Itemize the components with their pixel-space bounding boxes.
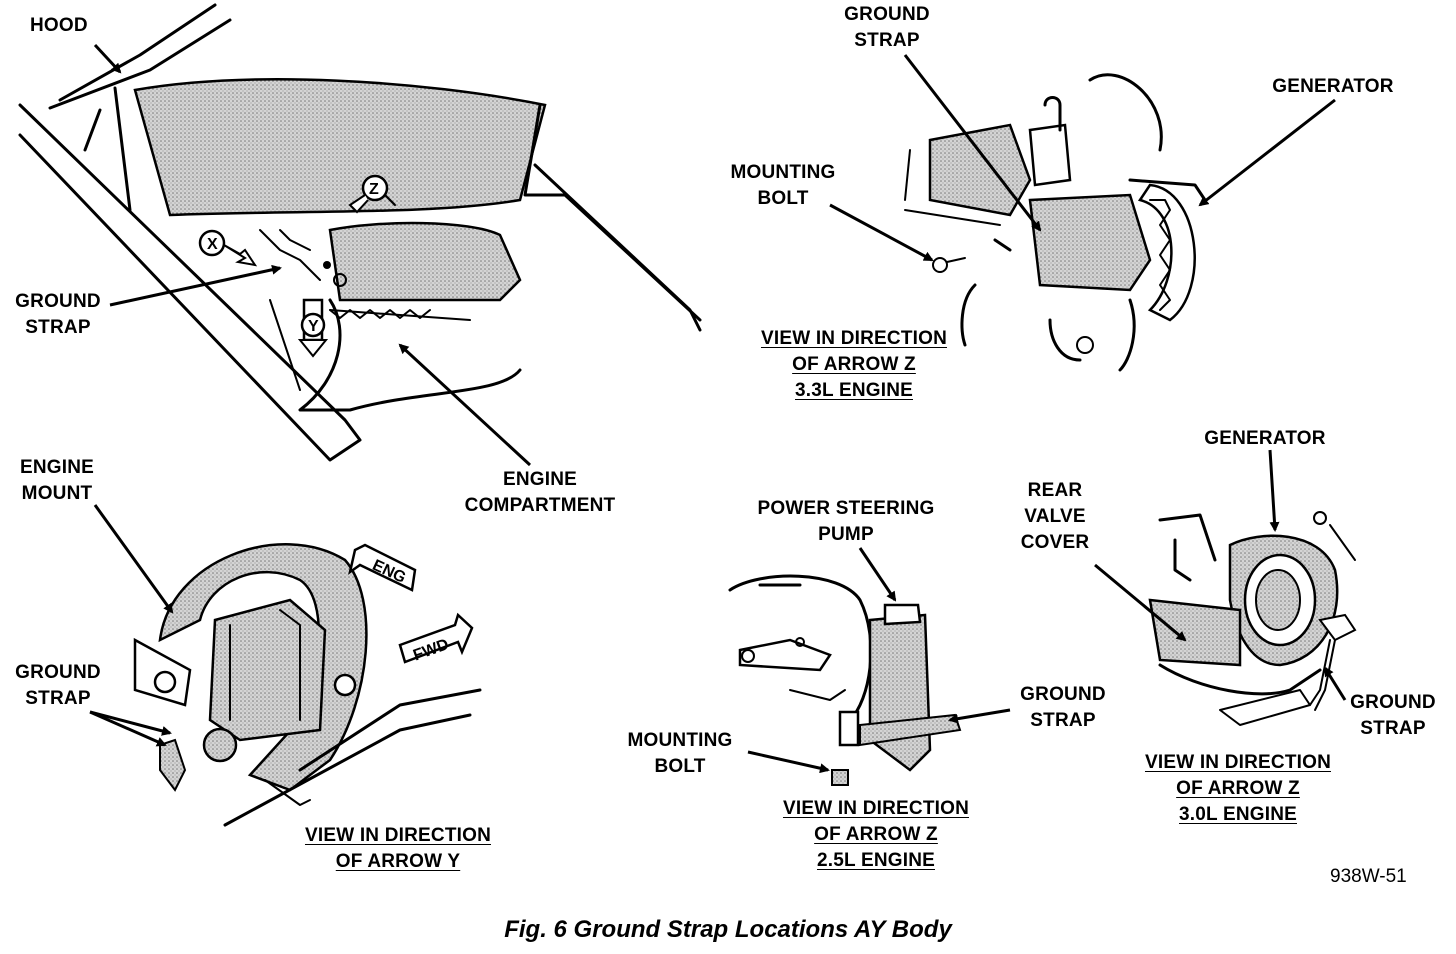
callout-x-label: X xyxy=(207,236,218,253)
engine-33l-illustration xyxy=(904,73,1207,372)
ground-strap-y-label-line1: GROUND xyxy=(15,662,101,683)
ground-strap-33-label-line1: GROUND xyxy=(844,4,930,25)
ground-strap-y-label-line2: STRAP xyxy=(25,688,91,709)
rear-valve-label-line2: VALVE xyxy=(1024,506,1086,527)
engine-compartment-illustration xyxy=(18,3,702,462)
view-33-label-line3: 3.3L ENGINE xyxy=(795,380,913,401)
rear-valve-label-line3: COVER xyxy=(1020,532,1090,553)
view-25-label-line3: 2.5L ENGINE xyxy=(817,850,935,871)
figure-code: 938W-51 xyxy=(1330,866,1407,887)
callout-z-icon: Z xyxy=(348,174,396,214)
engine-25l-illustration xyxy=(728,574,962,786)
ground-strap-y-leader-1 xyxy=(89,710,172,736)
generator-33-label: GENERATOR xyxy=(1272,76,1394,97)
power-steering-leader xyxy=(858,547,897,602)
view-30-label-line2: OF ARROW Z xyxy=(1176,778,1300,799)
ground-strap-30-label-line2: STRAP xyxy=(1360,718,1426,739)
ground-strap-30-leader xyxy=(1323,666,1347,701)
generator-30-leader xyxy=(1268,449,1280,532)
engine-mount-illustration xyxy=(133,543,482,827)
ground-strap-33-label-line2: STRAP xyxy=(854,30,920,51)
generator-30-label: GENERATOR xyxy=(1204,428,1326,449)
mounting-bolt-25-leader xyxy=(747,750,830,774)
mounting-bolt-25-label-line1: MOUNTING xyxy=(627,730,733,751)
view-y-label-line2: OF ARROW Y xyxy=(335,851,461,872)
engine-mount-label-line2: MOUNT xyxy=(21,483,93,504)
view-y-label-line1: VIEW IN DIRECTION xyxy=(304,825,491,846)
power-steering-label-line2: PUMP xyxy=(818,524,874,545)
ground-strap-33-leader xyxy=(903,54,1042,232)
ground-strap-25-leader xyxy=(948,708,1011,724)
ground-strap-25-label-line1: GROUND xyxy=(1020,684,1106,705)
mounting-bolt-33-leader xyxy=(829,203,934,262)
callout-eng-icon: ENG xyxy=(348,543,417,592)
engine-compartment-label-line1: ENGINE xyxy=(502,469,578,490)
view-25-label-line1: VIEW IN DIRECTION xyxy=(782,798,969,819)
rear-valve-leader xyxy=(1094,563,1187,642)
generator-33-leader xyxy=(1198,98,1336,207)
callout-x-icon: X xyxy=(198,229,258,267)
callout-z-label: Z xyxy=(369,181,379,198)
engine-30l-illustration xyxy=(1148,511,1357,726)
engine-mount-leader xyxy=(93,504,174,614)
view-30-label-line3: 3.0L ENGINE xyxy=(1179,804,1297,825)
callout-y-icon: Y xyxy=(297,298,329,358)
power-steering-label-line1: POWER STEERING xyxy=(757,498,935,519)
figure-caption: Fig. 6 Ground Strap Locations AY Body xyxy=(504,916,952,943)
mounting-bolt-25-label-line2: BOLT xyxy=(654,756,706,777)
ground-strap-y-leader-2 xyxy=(89,710,167,747)
ground-strap-main-label-line2: STRAP xyxy=(25,317,91,338)
ground-strap-25-label-line2: STRAP xyxy=(1030,710,1096,731)
rear-valve-label-line1: REAR xyxy=(1027,480,1083,501)
hood-label: HOOD xyxy=(30,15,88,36)
ground-strap-main-label-line1: GROUND xyxy=(15,291,101,312)
hood-leader xyxy=(93,43,122,74)
engine-mount-label-line1: ENGINE xyxy=(19,457,95,478)
mounting-bolt-33-label-line1: MOUNTING xyxy=(730,162,836,183)
engine-compartment-label-line2: COMPARTMENT xyxy=(464,495,616,516)
view-33-label-line1: VIEW IN DIRECTION xyxy=(760,328,947,349)
ground-strap-30-label-line1: GROUND xyxy=(1350,692,1436,713)
view-25-label-line2: OF ARROW Z xyxy=(814,824,938,845)
engine-compartment-leader xyxy=(398,343,532,467)
mounting-bolt-33-label-line2: BOLT xyxy=(757,188,809,209)
callout-y-label: Y xyxy=(308,318,319,335)
view-30-label-line1: VIEW IN DIRECTION xyxy=(1144,752,1331,773)
ground-strap-main-leader xyxy=(109,264,282,307)
callout-fwd-icon: FWD xyxy=(398,612,474,664)
view-33-label-line2: OF ARROW Z xyxy=(792,354,916,375)
